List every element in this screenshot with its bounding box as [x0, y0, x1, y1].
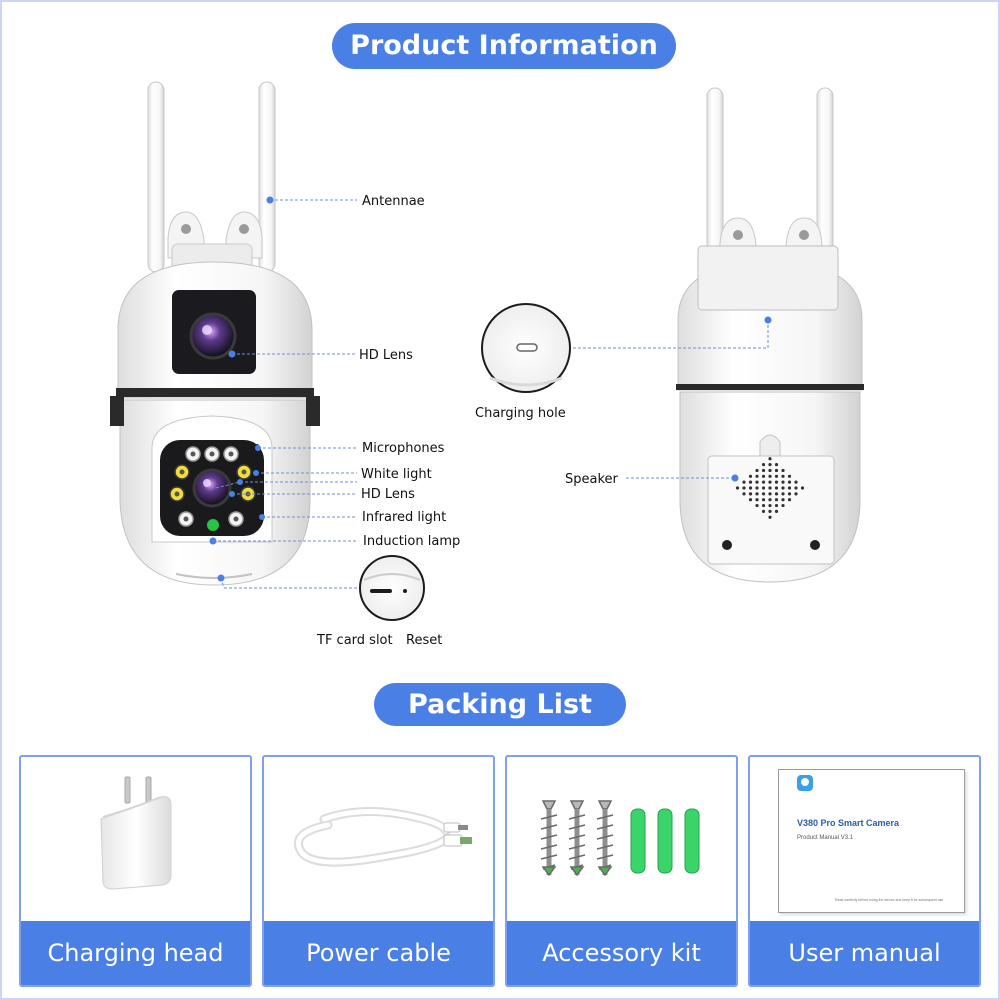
antenna-left [147, 81, 165, 273]
packing-list-title: Packing List [374, 683, 626, 726]
manual-subtitle: Product Manual V3.1 [797, 835, 854, 841]
packing-item-user-manual: V380 Pro Smart Camera Product Manual V3.… [748, 755, 981, 987]
label-hd-lens-top: HD Lens [359, 348, 413, 363]
anchor-icon [630, 808, 700, 874]
leader-lines [213, 199, 769, 589]
charging-head-icon [100, 776, 172, 890]
accessory-kit-art [540, 800, 700, 877]
white-light-leds [178, 446, 244, 527]
manual-footnote: Read carefully before using the device a… [835, 898, 944, 902]
label-infrared-light: Infrared light [362, 510, 446, 525]
tf-card-detail [359, 555, 425, 621]
charging-hole-detail [481, 303, 571, 393]
app-logo-icon [797, 775, 813, 791]
screw-icon [540, 800, 614, 877]
packing-label-user-manual: User manual [750, 921, 979, 985]
camera-front-view [110, 81, 320, 586]
packing-item-power-cable: Power cable [262, 755, 495, 987]
manual-title: V380 Pro Smart Camera [797, 818, 900, 828]
label-charging-hole: Charging hole [475, 406, 566, 421]
product-diagram: Antennae HD Lens Microphones White light… [110, 81, 864, 648]
product-information-title: Product Information [332, 23, 676, 69]
packing-item-accessory-kit: Accessory kit [505, 755, 738, 987]
label-microphones: Microphones [362, 441, 445, 456]
label-reset: Reset [406, 633, 442, 648]
manual-cover: V380 Pro Smart Camera Product Manual V3.… [778, 769, 965, 913]
camera-rear-view [676, 87, 864, 583]
label-speaker: Speaker [565, 472, 619, 487]
packing-label-accessory-kit: Accessory kit [507, 921, 736, 985]
label-induction-lamp: Induction lamp [363, 534, 460, 549]
packing-item-charging-head: Charging head [19, 755, 252, 987]
bottom-lens [192, 468, 232, 508]
label-white-light: White light [361, 467, 432, 482]
rear-top-box [697, 245, 839, 311]
label-tf-card-slot: TF card slot [316, 633, 393, 648]
label-antennae: Antennae [362, 194, 425, 209]
cable-icon [293, 807, 472, 867]
speaker-grille [735, 457, 805, 519]
dot-marker-icon [209, 196, 772, 582]
manual-icon: V380 Pro Smart Camera Product Manual V3.… [750, 757, 979, 919]
induction-lamp [207, 519, 219, 531]
packing-label-power-cable: Power cable [264, 921, 493, 985]
label-hd-lens-bottom: HD Lens [361, 487, 415, 502]
packing-label-charging-head: Charging head [21, 921, 250, 985]
top-lens [189, 312, 237, 360]
